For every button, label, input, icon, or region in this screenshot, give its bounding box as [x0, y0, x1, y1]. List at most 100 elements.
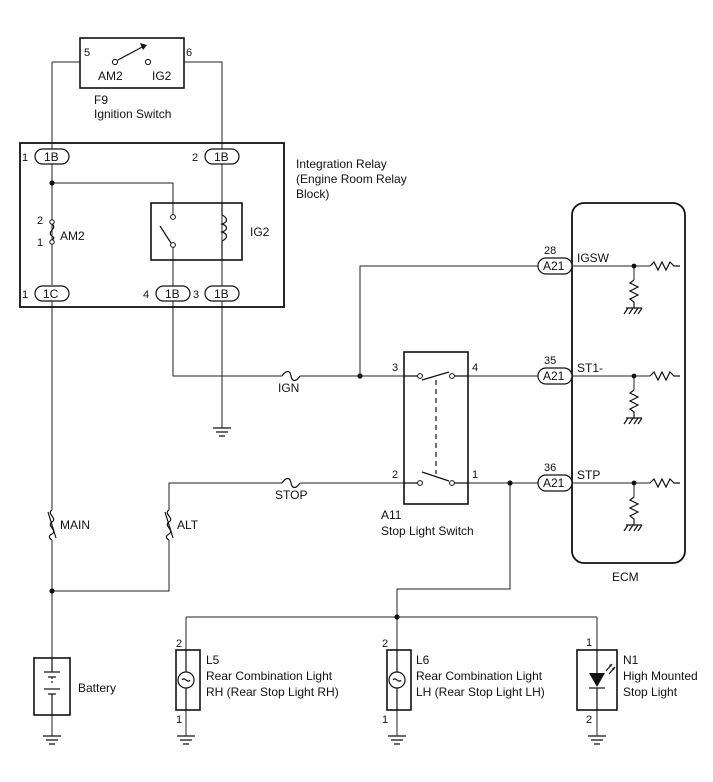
ignition-switch: 5 6 AM2 IG2 F9 Ignition Switch: [79, 37, 192, 121]
resistor-icon: [628, 279, 640, 308]
pin-label: 2: [382, 638, 388, 650]
pin-label: 2: [176, 638, 182, 650]
pin-label: 1: [176, 714, 182, 726]
connector-code: A21: [543, 369, 565, 383]
relay-name-line: Block): [296, 187, 329, 201]
signal-label: ST1-: [577, 361, 603, 375]
component-name-line: LH (Rear Stop Light LH): [416, 685, 545, 699]
fuse-stop-icon: [281, 477, 301, 489]
ground-icon: [43, 735, 61, 745]
component-ref: L6: [416, 653, 430, 667]
resistor-icon: [649, 477, 680, 489]
fuse-alt-icon: [164, 509, 174, 541]
component-ref: L5: [206, 653, 220, 667]
connector-code: A21: [543, 259, 565, 273]
fuse-label: STOP: [275, 488, 307, 502]
connector-pill: [34, 285, 70, 302]
relay-contact: [170, 214, 176, 220]
rear-combination-light-lh: 2 1 L6 Rear Combination Light LH (Rear S…: [382, 638, 545, 726]
resistor-icon: [628, 496, 640, 525]
switch-tip-icon: [140, 43, 147, 50]
connector-pill: [204, 148, 240, 165]
switch-contact: [417, 480, 423, 486]
connector-pill: [537, 367, 573, 385]
component-name-line: RH (Rear Stop Light RH): [206, 685, 339, 699]
ground-icon: [388, 735, 406, 745]
rear-combination-light-rh: 2 1 L5 Rear Combination Light RH (Rear S…: [175, 638, 339, 726]
relay-name-line: (Engine Room Relay: [296, 172, 407, 186]
relay-switch-blade: [159, 225, 172, 244]
contact-ig2: [144, 58, 152, 66]
switch-contact: [449, 480, 455, 486]
ig2-relay-box: [150, 202, 243, 261]
connector-pill: [537, 474, 573, 492]
pin-label: 1: [22, 152, 28, 164]
pin-label: 2: [37, 215, 43, 227]
relay-contact: [170, 242, 176, 248]
chassis-ground-icon: [623, 307, 643, 315]
pin-label: 2: [392, 469, 398, 481]
component-ref: A11: [381, 508, 402, 522]
pin-label: 3: [193, 289, 199, 301]
pin-label: 1: [472, 469, 478, 481]
wires: [51, 61, 650, 736]
pin-label: 35: [544, 355, 556, 367]
fuse-main-icon: [47, 509, 57, 541]
relay-coil-icon: [220, 214, 228, 242]
pin-label: 1: [586, 637, 592, 649]
chassis-ground-icon: [623, 524, 643, 532]
fuse-label: AM2: [60, 229, 85, 243]
switch-blade: [421, 471, 450, 482]
pin-label: 36: [544, 462, 556, 474]
junction-dot: [631, 373, 637, 379]
pin-label: 2: [192, 152, 198, 164]
signal-label: STP: [577, 468, 600, 482]
ecm-label: ECM: [612, 570, 639, 584]
component-name-line: High Mounted: [623, 669, 698, 683]
signal-label: IGSW: [577, 251, 610, 265]
fuse-am2-icon: [49, 219, 55, 245]
connector-code: 1B: [165, 287, 180, 301]
junction-dot: [49, 588, 55, 594]
ground-icon: [177, 735, 195, 745]
component-ref: F9: [94, 93, 108, 107]
ignition-switch-box: [79, 37, 185, 89]
pin-label: 3: [392, 362, 398, 374]
fuse-label: MAIN: [60, 518, 90, 532]
contact-am2: [111, 58, 119, 66]
junction-dot: [631, 480, 637, 486]
junction-dot: [507, 480, 513, 486]
fuse-ign-icon: [281, 370, 301, 382]
ground-icon: [213, 427, 231, 437]
resistor-icon: [649, 370, 680, 382]
switch-blade: [421, 371, 450, 381]
battery: Battery: [33, 657, 116, 716]
contact-label: IG2: [152, 69, 172, 83]
connector-pill: [204, 285, 240, 302]
high-mounted-stop-light: 1 2 N1 High Mounted Stop Light: [576, 637, 698, 726]
component-name: Ignition Switch: [94, 107, 171, 121]
battery-label: Battery: [78, 681, 116, 695]
pin-label: 2: [586, 714, 592, 726]
resistor-icon: [628, 389, 640, 418]
integration-relay: Integration Relay (Engine Room Relay Blo…: [19, 142, 407, 308]
connector-code: A21: [543, 476, 565, 490]
connector-pill: [155, 285, 191, 302]
junction-dot: [394, 614, 400, 620]
junction-dot: [49, 180, 55, 186]
ecm: ECM A21 28 IGSW A21 35 ST1- A21 36 STP: [537, 202, 686, 584]
led-icon: [589, 673, 605, 687]
ecm-box: [571, 202, 686, 564]
component-name-line: Stop Light: [623, 685, 678, 699]
pin-label: 28: [544, 245, 556, 257]
fuse-label: IGN: [278, 381, 299, 395]
component-name-line: Rear Combination Light: [206, 669, 333, 683]
pin-label: 1: [22, 289, 28, 301]
connector-code: 1C: [43, 287, 59, 301]
connector-code: 1B: [44, 150, 59, 164]
contact-label: AM2: [98, 69, 123, 83]
component-name-line: Rear Combination Light: [416, 669, 543, 683]
switch-contact: [417, 373, 423, 379]
fuse-label: ALT: [177, 518, 199, 532]
